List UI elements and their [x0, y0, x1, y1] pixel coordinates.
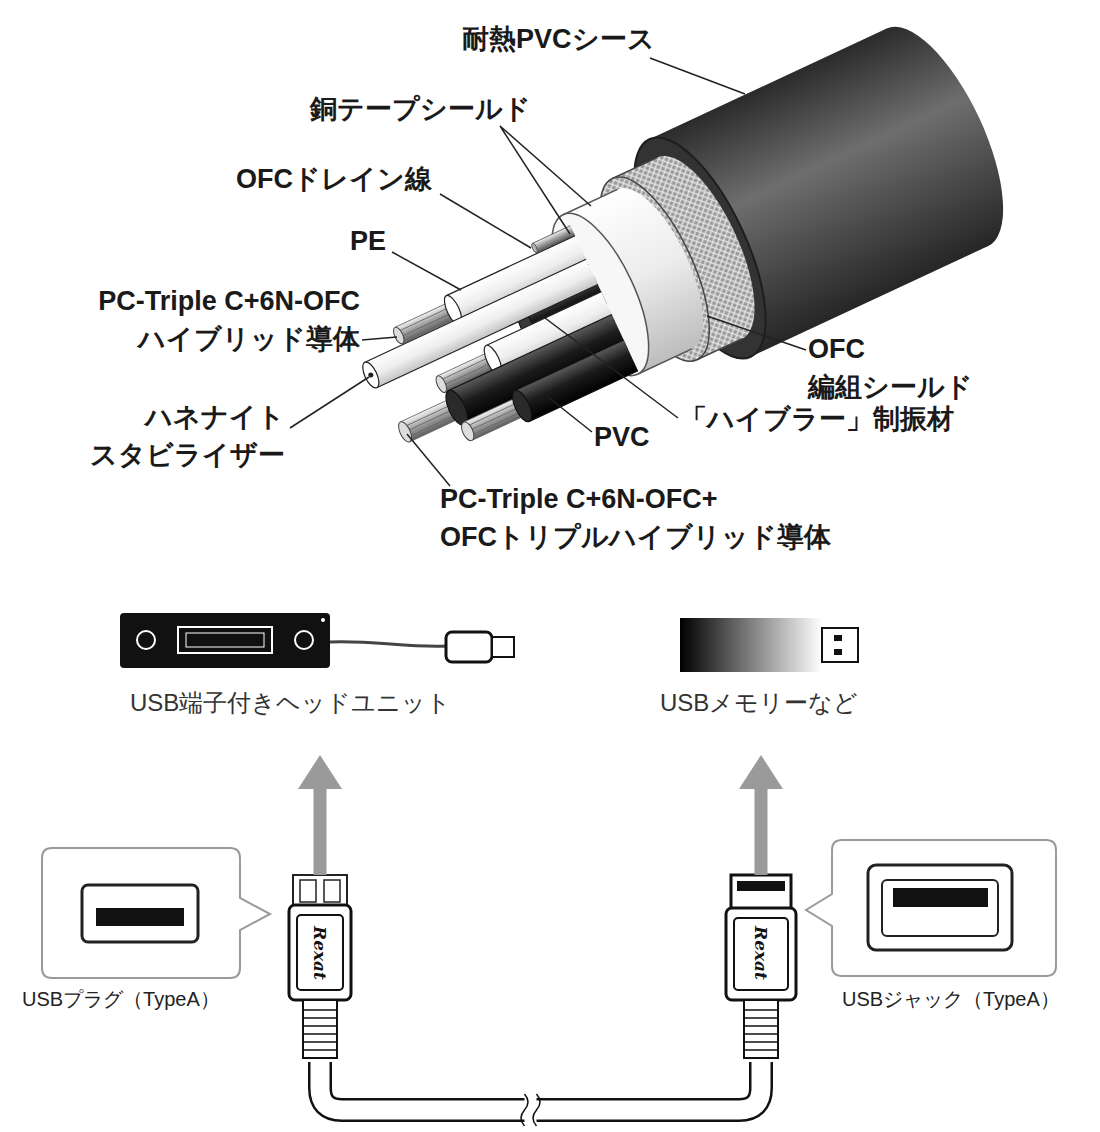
break-mark — [533, 1094, 540, 1126]
device-label: USBジャック（TypeA） — [842, 986, 1060, 1012]
head-unit-icon — [178, 627, 272, 653]
part-label: OFCドレイン線 — [236, 160, 432, 198]
pvc-core — [459, 420, 477, 442]
jack-callout — [868, 865, 1012, 950]
part-label: PC-Triple C+6N-OFC ハイブリッド導体 — [10, 282, 360, 358]
drain-wire — [531, 243, 539, 254]
leader-lines — [707, 316, 806, 350]
arrow-head — [739, 755, 783, 789]
usb-memory-icon — [822, 628, 858, 662]
pe-core — [434, 374, 449, 394]
part-label: 銅テープシールド — [310, 90, 531, 128]
cable-break — [525, 1094, 537, 1126]
leader-lines — [500, 126, 591, 234]
part-label: PVC — [594, 418, 650, 456]
leader-lines — [392, 252, 461, 290]
arrow-shaft — [314, 785, 327, 875]
head-unit: USB端子付きヘッドユニット — [115, 605, 515, 755]
part-label: 「ハイブラー」制振材 — [680, 400, 954, 438]
usb-plug — [289, 875, 351, 1058]
cable-body — [320, 1062, 761, 1110]
head-unit-icon — [186, 633, 264, 647]
device-label: USBプラグ（TypeA） — [22, 986, 220, 1012]
head-unit-icon — [120, 613, 514, 668]
stabilizer — [359, 360, 382, 390]
pvc-core — [515, 340, 638, 422]
usb-jack — [726, 908, 796, 1000]
usb-jack — [726, 875, 796, 1058]
jack-callout — [882, 880, 998, 936]
usb-memory-icon — [834, 649, 842, 655]
head-unit-icon — [137, 631, 155, 649]
arrow-head — [298, 755, 342, 789]
connector — [320, 1062, 761, 1126]
plug-callout-box: USBプラグ（TypeA） — [20, 843, 285, 1023]
leader-lines — [407, 434, 450, 486]
plug-callout — [42, 848, 270, 978]
usb-memory-icon — [834, 635, 842, 641]
head-unit-icon — [120, 613, 330, 668]
cable-outline — [320, 1062, 761, 1110]
connector — [298, 755, 342, 875]
device-label: USBメモリーなど — [660, 688, 858, 718]
leader-lines — [650, 58, 745, 94]
part-label: OFC 編組シールド — [808, 330, 988, 406]
plug-callout — [42, 848, 270, 978]
jack-callout — [893, 888, 988, 907]
break-mark — [521, 1094, 528, 1126]
usb-jack — [734, 918, 788, 990]
usb-plug-connector: Rexat — [289, 875, 351, 1062]
usb-memory: USBメモリーなど — [650, 605, 880, 755]
part-label: PC-Triple C+6N-OFC+ OFCトリプルハイブリッド導体 — [440, 480, 860, 556]
usb-memory-icon — [680, 618, 858, 672]
usb-jack — [731, 875, 791, 910]
head-unit-icon — [330, 642, 447, 647]
usb-jack-connector: Rexat — [726, 875, 796, 1062]
usb-plug — [303, 1000, 337, 1058]
jack-callout — [806, 840, 1056, 976]
usb-jack — [744, 1000, 778, 1058]
usb-plug — [303, 1010, 337, 1050]
brand-logo: Rexat — [751, 926, 771, 980]
plug-callout — [96, 908, 184, 926]
device-label: USB端子付きヘッドユニット — [130, 688, 451, 718]
jack-callout — [806, 840, 1056, 976]
leader-lines — [548, 397, 592, 432]
head-unit-icon — [446, 632, 492, 662]
arrow-shaft — [755, 785, 768, 875]
part-label: ハネナイト スタビライザー — [75, 398, 285, 474]
head-unit-icon — [492, 637, 514, 657]
usb-plug — [289, 905, 351, 1000]
cable-cross-section — [325, 9, 1030, 508]
part-label: 耐熱PVCシース — [462, 20, 655, 58]
pe-core — [394, 327, 395, 328]
usb-jack — [737, 881, 785, 891]
leader-lines — [290, 377, 369, 428]
usb-plug — [324, 880, 340, 902]
pvc-sheath — [845, 9, 1030, 265]
pvc-core — [515, 340, 638, 422]
usb-plug — [297, 915, 343, 990]
head-unit-icon — [321, 618, 325, 622]
usb-plug — [300, 880, 316, 902]
jack-callout-box: USBジャック（TypeA） — [828, 838, 1078, 1023]
connector — [739, 755, 783, 875]
plug-callout — [82, 885, 198, 942]
part-label: PE — [350, 222, 386, 260]
brand-logo: Rexat — [310, 926, 330, 980]
usb-jack — [744, 1010, 778, 1050]
pvc-core — [509, 388, 536, 425]
usb-plug — [293, 875, 347, 907]
leader-lines — [545, 318, 678, 418]
head-unit-icon — [295, 631, 313, 649]
usb-memory-icon — [680, 618, 822, 672]
pe-core — [391, 326, 406, 346]
leader-lines — [440, 194, 531, 248]
leader-lines — [362, 337, 397, 340]
